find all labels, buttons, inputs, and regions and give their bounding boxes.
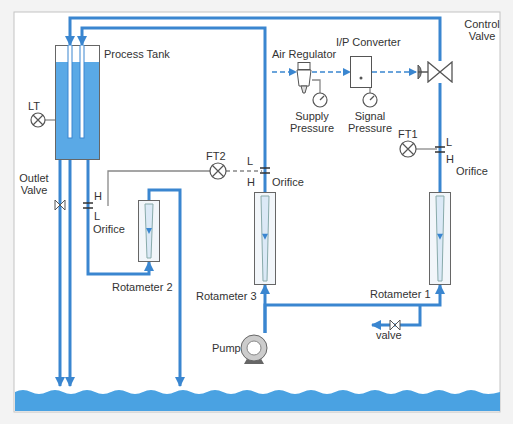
- outlet-valve: [55, 200, 65, 210]
- ip-converter-shape: [350, 56, 372, 88]
- process-pipe: [82, 28, 265, 192]
- ip-converter: I/P Converter: [350, 56, 372, 88]
- drain-valve: [390, 320, 400, 330]
- process-pipe: [70, 18, 440, 61]
- callout-label: Outlet Valve: [14, 172, 54, 196]
- node-label: Rotameter 3: [196, 290, 257, 302]
- pump-shape: [238, 333, 270, 365]
- drain-pipes: [60, 160, 420, 386]
- callout-label: H: [94, 190, 102, 202]
- callout-label: FT2: [206, 150, 226, 162]
- pump: Pump: [238, 333, 270, 365]
- control-valve-shape: [416, 61, 456, 83]
- air-signal-line: [312, 71, 350, 73]
- callout-label: L: [446, 136, 452, 148]
- air-regulator-shape: [296, 62, 312, 94]
- callout-label: Orifice: [272, 176, 304, 188]
- node-label: Air Regulator: [272, 48, 336, 60]
- node-label: Rotameter 2: [112, 281, 173, 293]
- node-label: I/P Converter: [336, 36, 401, 48]
- callout-label: H: [247, 176, 255, 188]
- process-pipe: [439, 83, 442, 192]
- air-signal-line: [372, 71, 416, 73]
- frame: [14, 12, 500, 412]
- rotameter: Rotameter 3: [254, 192, 276, 285]
- callout-label: LT: [28, 100, 40, 112]
- control-valve: Control Valve: [416, 61, 456, 83]
- rotameter-shape: [254, 192, 276, 285]
- process-tank-shape: [55, 45, 100, 160]
- callout-label: L: [247, 155, 253, 167]
- callout-label: Supply Pressure: [288, 110, 336, 134]
- callout-label: L: [94, 210, 100, 222]
- node-label: Pump: [212, 342, 241, 354]
- process-tank: Process Tank: [55, 45, 100, 160]
- pressure-gauges: [313, 93, 377, 107]
- rotameter-shape: [429, 192, 451, 285]
- callout-label: valve: [376, 329, 402, 341]
- callout-label: Orifice: [456, 165, 488, 177]
- process-pipe: [265, 285, 440, 333]
- air-regulator: Air Regulator: [296, 62, 312, 94]
- callout-label: Signal Pressure: [346, 110, 394, 134]
- air-supply-line: [272, 71, 296, 73]
- node-label: Rotameter 1: [370, 288, 431, 300]
- callout-label: Orifice: [93, 223, 125, 235]
- node-label: Process Tank: [104, 48, 170, 60]
- reservoir-water: [15, 390, 500, 411]
- rotameter: Rotameter 1: [429, 192, 451, 285]
- callout-label: FT1: [398, 128, 418, 140]
- callout-label: H: [446, 153, 454, 165]
- rotameter: Rotameter 2: [138, 200, 160, 262]
- node-label: Control Valve: [462, 18, 502, 42]
- rotameter-shape: [138, 200, 160, 262]
- signal-lines: [45, 80, 437, 206]
